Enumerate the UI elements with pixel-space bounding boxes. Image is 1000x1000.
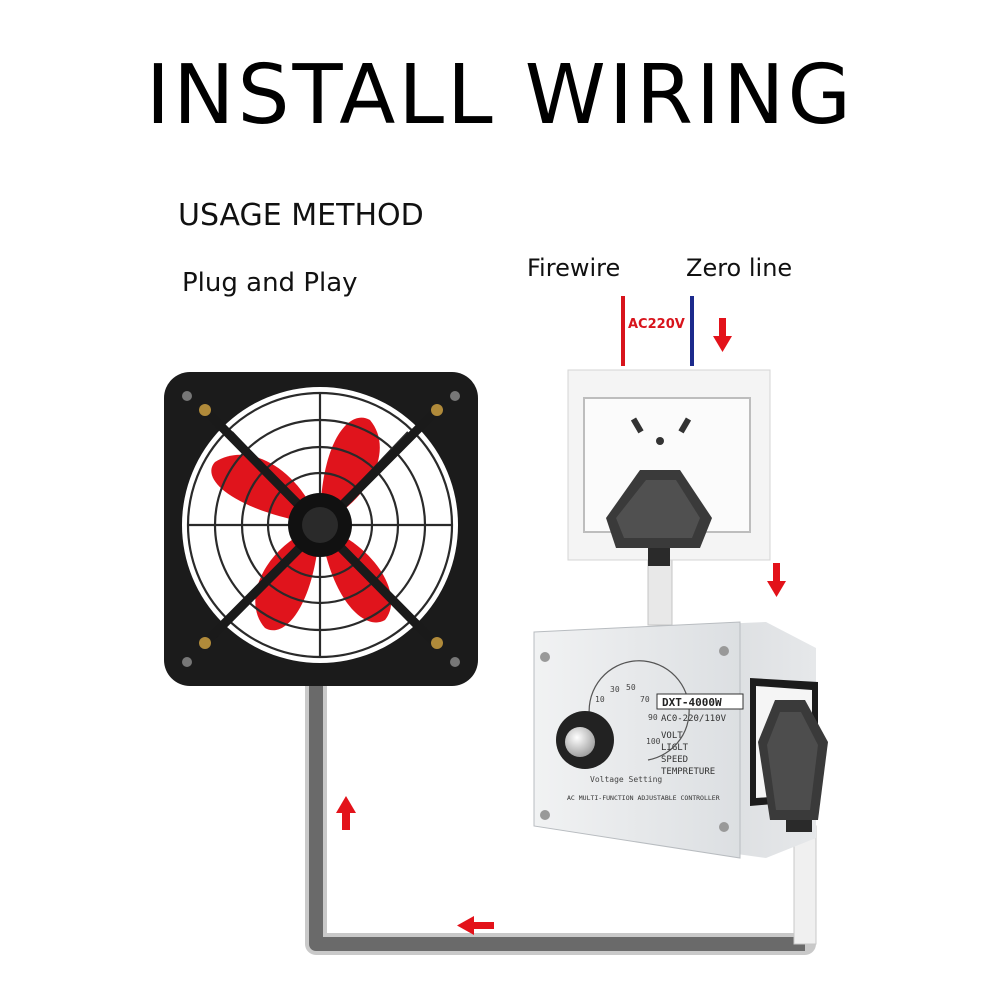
controller-function-speed: SPEED — [661, 755, 688, 765]
controller-bottom-label: AC MULTI-FUNCTION ADJUSTABLE CONTROLLER — [567, 794, 720, 802]
plug-icon — [758, 700, 828, 832]
svg-text:70: 70 — [640, 695, 650, 704]
usage-method-heading: USAGE METHOD — [178, 198, 424, 233]
plug-icon — [606, 470, 712, 566]
svg-text:100: 100 — [646, 737, 661, 746]
exhaust-fan-icon — [164, 372, 478, 686]
power-cable — [305, 544, 817, 955]
arrow-left-icon — [457, 916, 494, 935]
controller-function-light: LIGLT — [661, 743, 689, 753]
svg-text:50: 50 — [626, 683, 636, 692]
svg-text:10: 10 — [595, 695, 605, 704]
plug-and-play-label: Plug and Play — [182, 268, 358, 298]
controller-model: DXT-4000W — [662, 696, 722, 709]
controller-rating: AC0-220/110V — [661, 714, 727, 724]
voltage-label: AC220V — [628, 317, 685, 332]
svg-text:90: 90 — [648, 713, 658, 722]
arrow-down-icon — [767, 563, 786, 597]
svg-text:Voltage Setting: Voltage Setting — [590, 775, 662, 784]
arrow-down-icon — [713, 318, 732, 352]
arrow-up-icon — [336, 796, 356, 830]
firewire-label: Firewire — [527, 254, 621, 282]
zero-line-label: Zero line — [686, 254, 793, 282]
controller-function-temperature: TEMPRETURE — [661, 767, 715, 777]
page-title: INSTALL WIRING — [145, 48, 855, 143]
controller-function-volt: VOLT — [661, 731, 683, 741]
svg-text:30: 30 — [610, 685, 620, 694]
